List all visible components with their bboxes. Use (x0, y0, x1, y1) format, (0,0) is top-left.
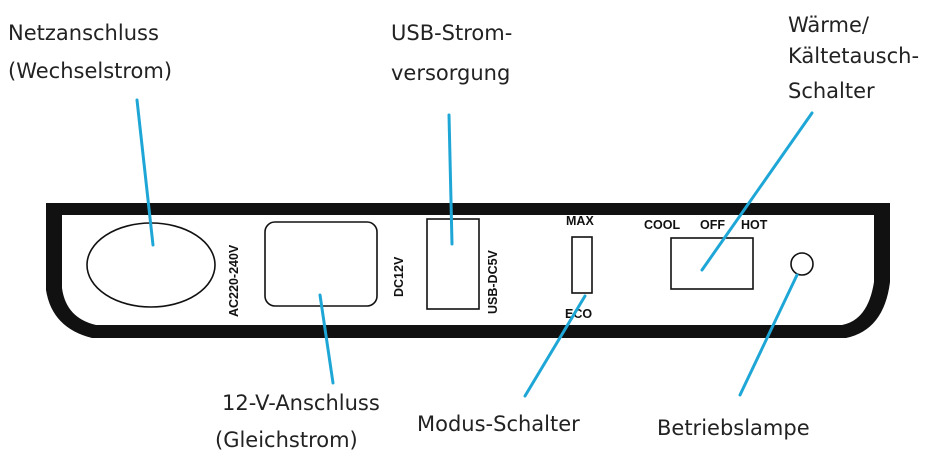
hot-label: HOT (741, 218, 768, 232)
callout-heat-cool-line-2: Kältetausch- (788, 44, 919, 68)
dc12v-label: DC12V (392, 256, 406, 297)
ac-voltage-label: AC220-240V (227, 244, 241, 317)
callout-mains-line-2: (Wechselstrom) (8, 59, 172, 83)
callout-lamp: Betriebslampe (657, 416, 810, 440)
callout-heat-cool-line-1: Wärme/ (788, 13, 870, 37)
usb-port (426, 218, 480, 310)
callout-usb-line-1: USB-Strom- (391, 21, 512, 45)
callout-heat-cool: Wärme/ Kältetausch- Schalter (788, 13, 926, 103)
callout-heat-cool-line-3: Schalter (788, 79, 875, 103)
callout-usb-line-2: versorgung (391, 61, 510, 85)
leader-lamp (738, 273, 799, 397)
cool-label: COOL (644, 218, 680, 232)
off-label: OFF (700, 218, 725, 232)
callout-mains: Netzanschluss (Wechselstrom) (8, 21, 172, 83)
callout-dc12: 12-V-Anschluss (Gleichstrom) (215, 391, 387, 452)
leader-mains (135, 98, 155, 247)
leader-dc12 (318, 293, 335, 385)
callout-usb: USB-Strom- versorgung (391, 21, 519, 85)
mode-switch (571, 236, 593, 294)
leader-heat-cool (700, 111, 814, 272)
usb-dc5v-label: USB-DC5V (486, 249, 500, 314)
callout-lamp-line-1: Betriebslampe (657, 416, 810, 440)
leader-usb (447, 113, 454, 246)
callout-mode: Modus-Schalter (417, 412, 580, 436)
callout-mode-line-1: Modus-Schalter (417, 412, 580, 436)
callout-dc12-line-2: (Gleichstrom) (215, 428, 358, 452)
operating-lamp (790, 252, 814, 276)
callout-dc12-line-1: 12-V-Anschluss (222, 391, 380, 415)
callout-mains-line-1: Netzanschluss (8, 21, 159, 45)
heat-cool-switch (670, 237, 754, 290)
leader-mode (523, 294, 587, 398)
max-label: MAX (566, 214, 594, 228)
